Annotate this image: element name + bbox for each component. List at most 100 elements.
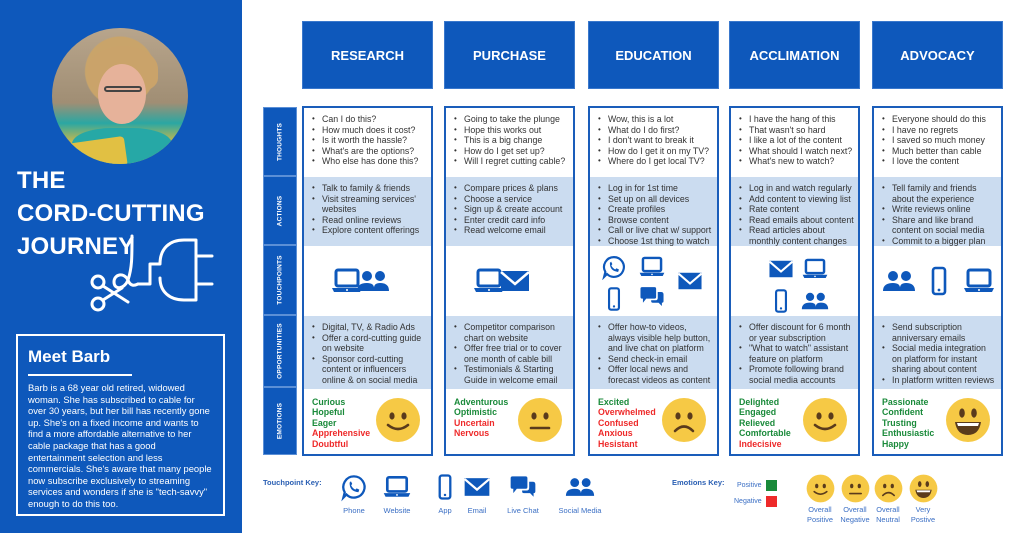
touchpoints-cell [446,246,573,316]
face-negative-icon [841,474,870,503]
opportunities-list: Offer how-to videos, always visible help… [590,316,717,386]
stage-header-acclimation: ACCLIMATION [729,21,860,89]
face-positive-icon [375,397,421,443]
list-item: Hope this works out [454,125,569,136]
stage-header-research: RESEARCH [302,21,433,89]
list-item: I love the content [882,156,997,167]
list-item: Visit streaming services' websites [312,194,427,215]
list-item: Call or live chat w/ support [598,225,713,236]
list-item: Much better than cable [882,146,997,157]
stage-column-purchase: Going to take the plungeHope this works … [444,106,575,456]
touchpoint-key-app: App [428,472,462,515]
thoughts-list: I have the hang of thisThat wasn't so ha… [731,108,858,167]
list-item: Tell family and friends about the experi… [882,183,997,204]
opportunities-list: Digital, TV, & Radio AdsOffer a cord-cut… [304,316,431,386]
actions-list: Compare prices & plansChoose a serviceSi… [446,177,573,236]
row-label-text: TOUCHPOINTS [276,255,284,305]
negative-label: Negative [734,498,762,505]
row-label-touchpoints: TOUCHPOINTS [263,245,297,315]
touchpoint-key-live-chat: Live Chat [506,472,540,515]
social-media-icon [356,266,390,296]
live-chat-icon [508,472,538,502]
actions-cell: Log in and watch regularlyAdd content to… [731,177,858,246]
opportunities-cell: Offer discount for 6 month or year subsc… [731,316,858,389]
list-item: Offer local news and forecast videos as … [598,364,713,385]
emotion-positive: Relieved [739,417,776,428]
social-media-icon [882,266,916,296]
list-item: Where do I get local TV? [598,156,713,167]
website-icon [638,254,666,280]
emotion-positive: Enthusiastic [882,428,935,439]
positive-swatch [765,480,777,491]
list-item: Everyone should do this [882,114,997,125]
thoughts-cell: Going to take the plungeHope this works … [446,108,573,177]
email-icon [462,472,492,502]
list-item: Social media integration on platform for… [882,343,997,375]
row-label-text: ACTIONS [276,195,284,226]
actions-list: Talk to family & friendsVisit streaming … [304,177,431,236]
list-item: Log in for 1st time [598,183,713,194]
row-label-thoughts: THOUGHTS [263,107,297,176]
list-item: Offer free trial or to cover one month o… [454,343,569,364]
email-icon [767,256,795,282]
stage-header-advocacy: ADVOCACY [872,21,1003,89]
list-item: Digital, TV, & Radio Ads [312,322,427,333]
emotion-positive: Happy [882,438,909,449]
opportunities-cell: Offer how-to videos, always visible help… [590,316,717,389]
list-item: In platform written reviews [882,375,997,386]
list-item: Can I do this? [312,114,427,125]
list-item: Will I regret cutting cable? [454,156,569,167]
touchpoint-key-website: Website [380,472,414,515]
list-item: How do I get it on my TV? [598,146,713,157]
list-item: Testimonials & Starting Guide in welcome… [454,364,569,385]
thoughts-cell: Everyone should do thisI have no regrets… [874,108,1001,177]
list-item: I have no regrets [882,125,997,136]
opportunities-cell: Send subscription anniversary emailsSoci… [874,316,1001,389]
list-item: Browse content [598,215,713,226]
face-neutral-icon [661,397,707,443]
emotion-positive: Hopeful [312,407,345,418]
opportunities-list: Competitor comparison chart on websiteOf… [446,316,573,386]
title-line: THE [17,167,66,194]
stage-column-acclimation: I have the hang of thisThat wasn't so ha… [729,106,860,456]
list-item: I have the hang of this [739,114,854,125]
list-item: Sign up & create account [454,204,569,215]
thoughts-cell: Wow, this is a lotWhat do I do first?I d… [590,108,717,177]
list-item: Send subscription anniversary emails [882,322,997,343]
list-item: How much does it cost? [312,125,427,136]
list-item: Rate content [739,204,854,215]
list-item: I saved so much money [882,135,997,146]
website-icon [472,266,506,296]
website-icon [382,472,412,502]
list-item: Is it worth the hassle? [312,135,427,146]
opportunities-cell: Digital, TV, & Radio AdsOffer a cord-cut… [304,316,431,389]
actions-list: Log in for 1st timeSet up on all devices… [590,177,717,247]
phone-icon [600,254,628,280]
emotion-positive: Optimistic [454,407,498,418]
website-icon [330,266,364,296]
face-negative-icon [517,397,563,443]
social-media-icon [801,288,829,314]
thoughts-list: Wow, this is a lotWhat do I do first?I d… [590,108,717,167]
list-item: Competitor comparison chart on website [454,322,569,343]
emotion-positive: Eager [312,417,337,428]
touchpoint-key-email: Email [460,472,494,515]
negative-swatch [765,496,777,507]
actions-cell: Compare prices & plansChoose a serviceSi… [446,177,573,246]
emotion-negative: Indecisive [739,438,782,449]
actions-cell: Talk to family & friendsVisit streaming … [304,177,431,246]
list-item: Offer discount for 6 month or year subsc… [739,322,854,343]
list-item: Read emails about content [739,215,854,226]
emotions-key-positive: Positive [737,480,777,491]
list-item: I like a lot of the content [739,135,854,146]
